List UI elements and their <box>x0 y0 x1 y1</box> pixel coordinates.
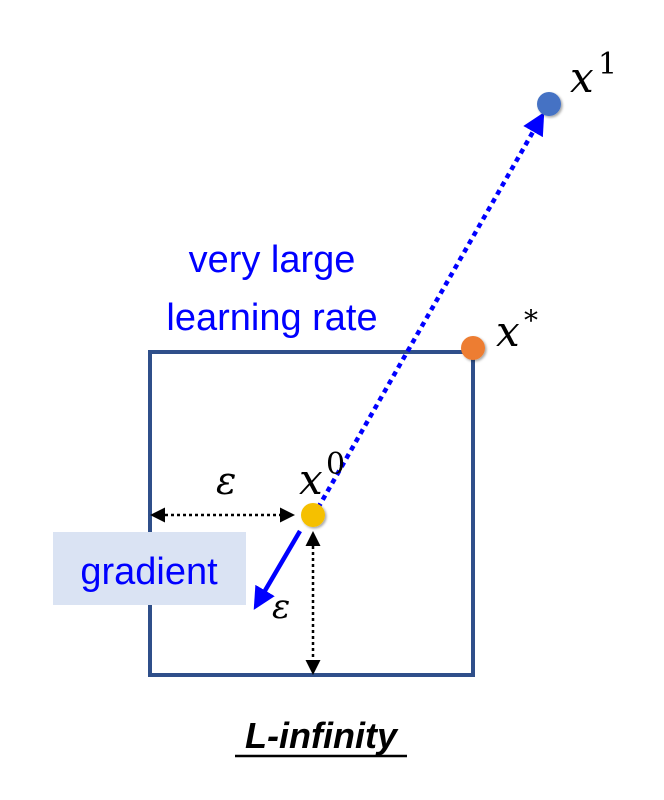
x0-label-sup: 0 <box>326 447 345 482</box>
epsilon-gradient-label: ε <box>272 587 290 627</box>
gradient-label-background <box>53 532 246 605</box>
x1-label-sup: 1 <box>598 47 617 82</box>
xstar-label: x * <box>496 304 538 356</box>
learning-rate-label-line1: very large <box>189 239 356 281</box>
x1-point <box>537 92 561 116</box>
x0-label-base: x <box>299 455 323 504</box>
x0-label: x 0 <box>299 447 345 504</box>
xstar-point <box>461 336 485 360</box>
x1-label: x 1 <box>570 47 617 102</box>
epsilon-horizontal-label: ε <box>216 459 236 503</box>
x0-point <box>301 503 325 527</box>
xstar-label-base: x <box>496 307 520 356</box>
diagram-title: L-infinity <box>245 715 399 756</box>
xstar-label-sup: * <box>524 304 538 337</box>
gradient-label: gradient <box>80 551 218 593</box>
x1-label-base: x <box>570 53 594 102</box>
learning-rate-label-line2: learning rate <box>166 297 377 339</box>
gradient-arrow <box>253 529 302 610</box>
